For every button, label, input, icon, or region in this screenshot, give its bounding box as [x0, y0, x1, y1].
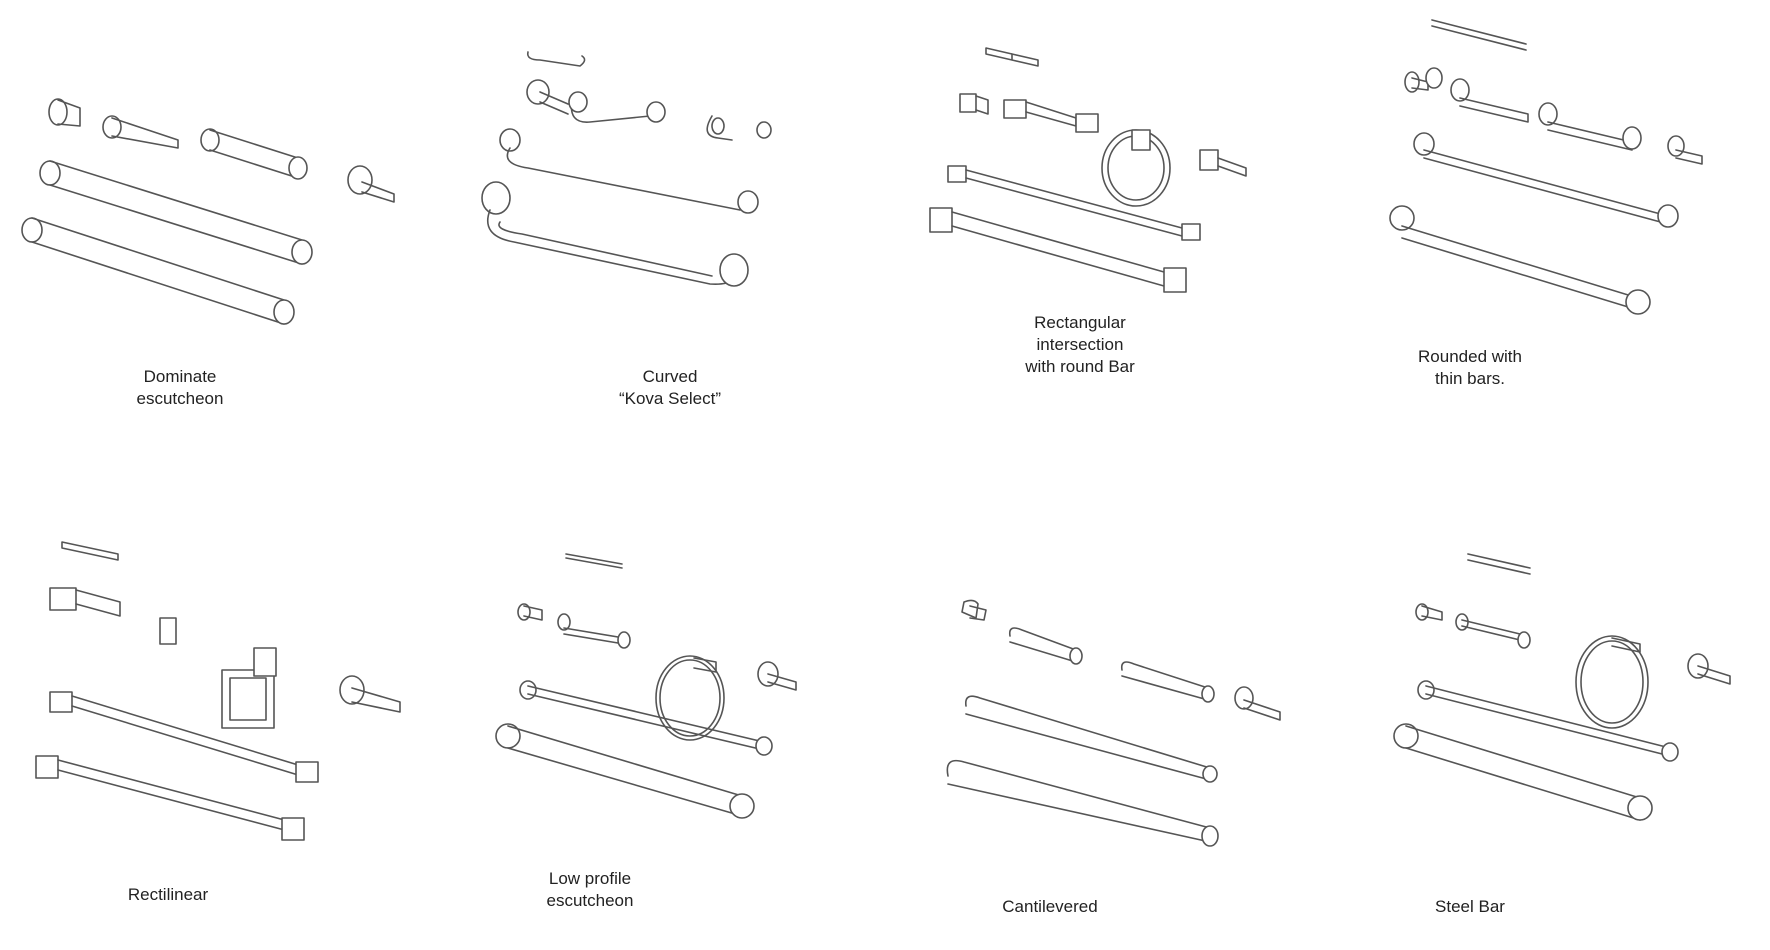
curved-kova-select-hardware-illustration	[481, 51, 772, 287]
steel-bar-hardware-illustration	[1393, 553, 1731, 821]
low-profile-escutcheon-hardware-illustration	[495, 553, 797, 819]
style-panel-rectilinear: Rectilinear	[0, 520, 401, 904]
style-caption: Steel Bar	[1435, 897, 1505, 916]
style-panel-rectangular-intersection: Rectangular intersection with round Bar	[900, 40, 1300, 420]
cantilevered-hardware-illustration	[946, 599, 1281, 847]
style-panel-rounded-thin-bars: Rounded with thin bars.	[1350, 10, 1750, 390]
style-caption: Dominate escutcheon	[136, 367, 224, 408]
style-caption: Curved “Kova Select”	[618, 367, 722, 408]
style-panel-curved-kova-select: Curved “Kova Select”	[450, 40, 850, 420]
style-panel-low-profile-escutcheon: Low profile escutcheon	[450, 540, 850, 920]
rectilinear-hardware-illustration	[35, 541, 401, 841]
style-caption: Rounded with thin bars.	[1418, 347, 1522, 388]
dominate-escutcheon-hardware-illustration	[21, 98, 395, 325]
style-panel-dominate-escutcheon: Dominate escutcheon	[0, 60, 400, 440]
style-caption: Rectangular intersection with round Bar	[1025, 313, 1135, 376]
style-panel-cantilevered: Cantilevered	[900, 540, 1300, 920]
style-caption: Cantilevered	[1002, 897, 1098, 916]
style-panel-steel-bar: Steel Bar	[1350, 540, 1750, 920]
rounded-thin-bars-hardware-illustration	[1389, 19, 1703, 315]
rectangular-intersection-hardware-illustration	[929, 47, 1247, 293]
style-caption: Rectilinear	[127, 885, 209, 904]
style-caption: Low profile escutcheon	[546, 869, 634, 910]
